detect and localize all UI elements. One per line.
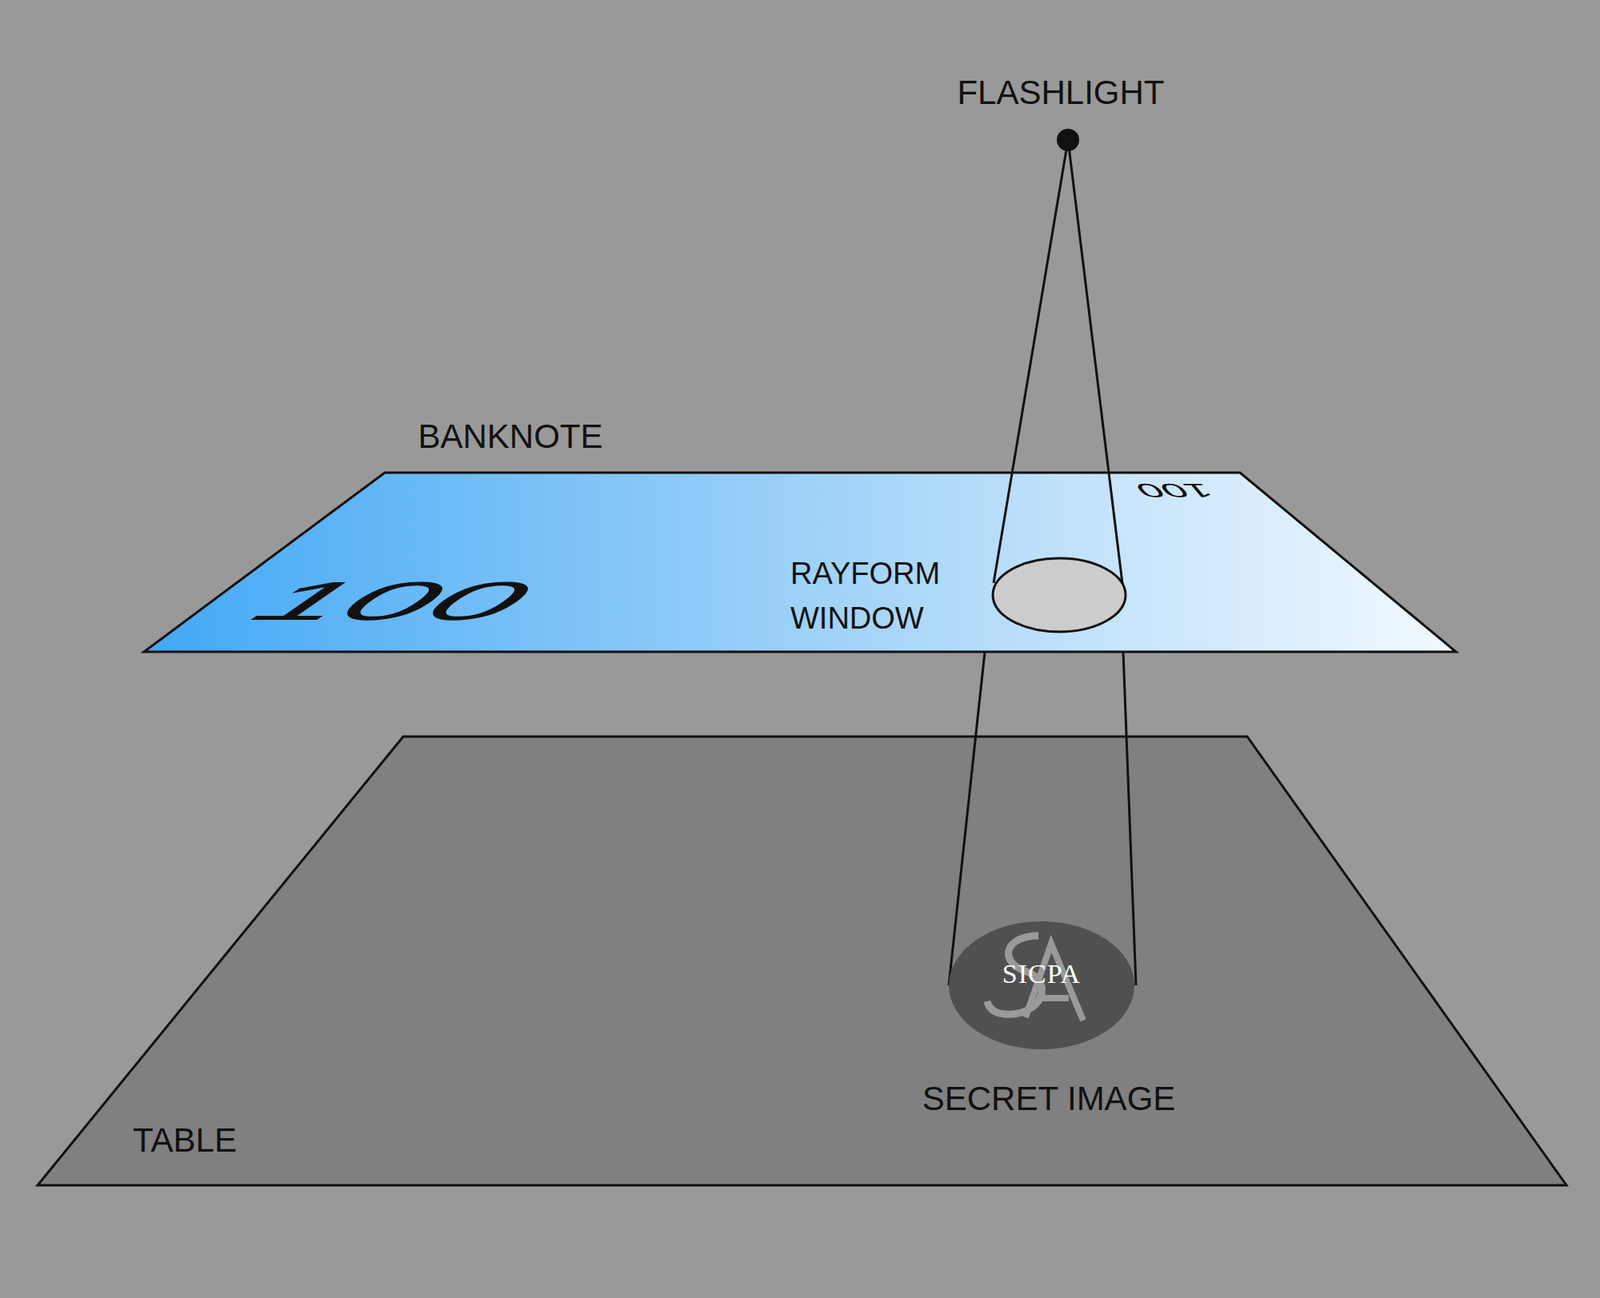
denomination-small: 100 — [1130, 480, 1219, 500]
logo-text: SICPA — [1002, 960, 1081, 988]
light-ray — [993, 140, 1068, 584]
secret-image: SICPASECRET IMAGE — [948, 921, 1135, 1050]
flashlight-dot — [1056, 128, 1080, 152]
table-shape — [37, 736, 1567, 1186]
secret-image-label: SECRET IMAGE — [922, 1082, 1176, 1116]
rayform-window — [992, 558, 1126, 632]
banknote-outline — [144, 472, 1456, 652]
denomination-large: 100 — [239, 573, 546, 628]
table-label: TABLE — [132, 1124, 237, 1158]
window-label: RAYFORM WINDOW — [790, 551, 983, 641]
banknote-label: BANKNOTE — [417, 420, 603, 454]
light-ray — [1123, 652, 1136, 986]
table: TABLESICPASECRET IMAGE — [37, 736, 1567, 1186]
table-outline — [37, 736, 1567, 1186]
light-ray — [948, 652, 985, 986]
flashlight-label: FLASHLIGHT — [956, 76, 1164, 110]
light-ray — [1068, 140, 1124, 597]
secret-image-disc — [948, 921, 1135, 1050]
